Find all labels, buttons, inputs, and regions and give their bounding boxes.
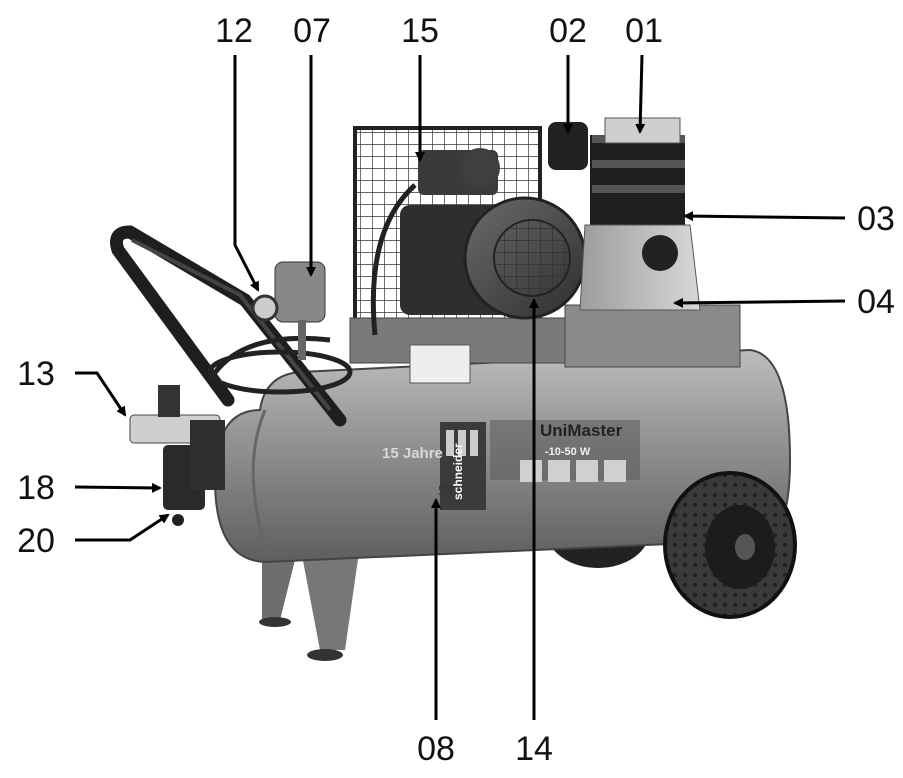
leader-20 <box>75 513 170 542</box>
callout-label-20: 20 <box>17 522 55 560</box>
compressor-illustration: schneider UniMaster -10-50 W 15 Jahre 94 <box>110 117 797 661</box>
callout-label-04: 04 <box>857 283 895 321</box>
callout-label-07: 07 <box>293 12 331 50</box>
callout-lines <box>74 54 846 720</box>
sticker-text: 94 <box>438 482 454 499</box>
callout-label-15: 15 <box>401 12 439 50</box>
pump-head <box>548 117 701 311</box>
leader-13 <box>75 371 127 417</box>
callout-label-14: 14 <box>515 730 553 768</box>
callout-label-01: 01 <box>625 12 663 50</box>
callout-labels: 01 02 03 04 07 08 12 13 14 15 18 20 <box>17 12 895 768</box>
leader-18 <box>74 482 162 493</box>
badge-text: 15 Jahre <box>382 445 443 462</box>
electric-motor <box>400 148 587 320</box>
leader-04 <box>673 297 846 308</box>
hose <box>207 183 417 395</box>
callout-label-13: 13 <box>17 355 55 393</box>
push-handle <box>110 225 347 427</box>
callout-label-18: 18 <box>17 469 55 507</box>
callout-label-12: 12 <box>215 12 253 50</box>
front-wheel <box>663 471 797 619</box>
anniversary-badge: 15 Jahre 94 <box>382 445 454 499</box>
leader-03 <box>683 211 846 222</box>
callout-label-02: 02 <box>549 12 587 50</box>
brand-text: schneider <box>451 443 465 500</box>
callout-label-08: 08 <box>417 730 455 768</box>
leader-12 <box>233 55 260 292</box>
model-line-text: UniMaster <box>540 421 623 440</box>
pressure-regulator <box>129 385 225 526</box>
brand-logo: schneider UniMaster -10-50 W <box>440 420 640 510</box>
callout-label-03: 03 <box>857 200 895 238</box>
leader-01 <box>635 54 646 134</box>
pressure-switch <box>251 261 326 360</box>
model-number-text: -10-50 W <box>545 446 591 458</box>
